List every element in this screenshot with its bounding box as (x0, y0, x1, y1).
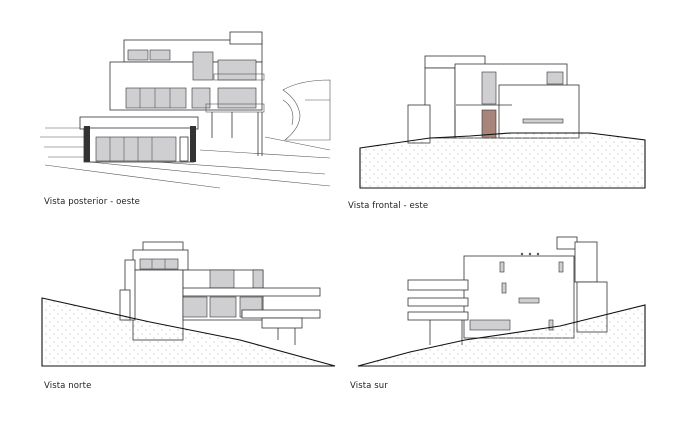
elevation-frontal-este (359, 55, 646, 189)
elevation-sur (357, 236, 646, 367)
roof-parapet (229, 31, 263, 45)
elevation-norte (41, 241, 336, 367)
ground-section (359, 132, 646, 189)
window-tall (481, 71, 497, 105)
elevation-posterior-oeste (40, 31, 331, 189)
retaining-wall (282, 79, 331, 141)
caption-vista-sur: Vista sur (350, 381, 388, 391)
ground-section (357, 304, 646, 367)
ground-section (41, 297, 336, 367)
caption-vista-posterior: Vista posterior - oeste (44, 197, 140, 207)
caption-vista-norte: Vista norte (44, 381, 92, 391)
window-tall (192, 51, 214, 81)
base-cornice (79, 116, 199, 130)
caption-vista-frontal: Vista frontal - este (348, 201, 429, 211)
